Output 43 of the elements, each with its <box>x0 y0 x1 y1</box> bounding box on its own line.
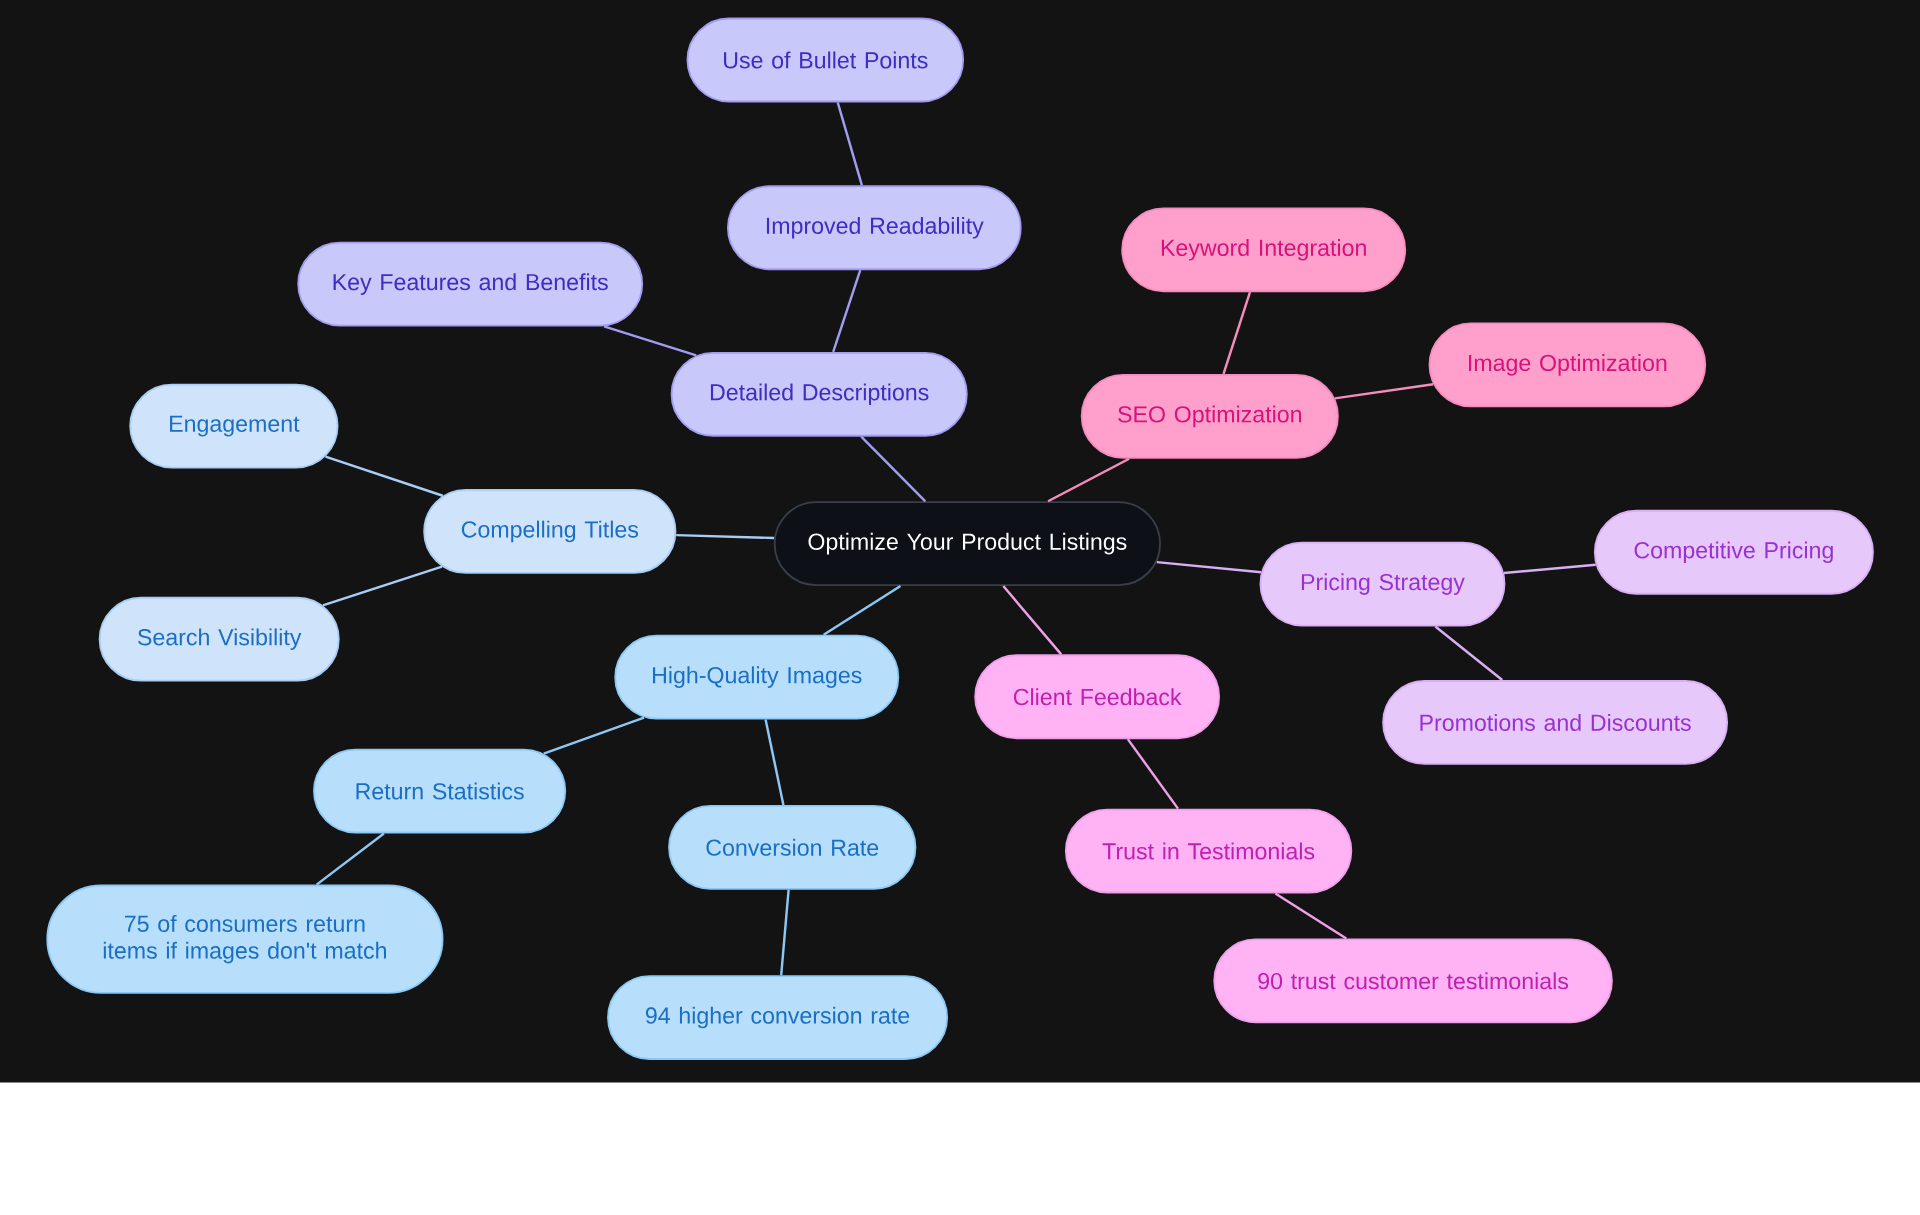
topic-box: Pricing Strategy <box>1259 541 1506 627</box>
connector-line <box>1126 738 1179 810</box>
topic-box: Image Optimization <box>1428 322 1707 408</box>
connector-line <box>1334 383 1434 400</box>
topic-box: High-Quality Images <box>614 634 900 720</box>
connector-line <box>1222 291 1252 375</box>
topic-box: 90 trust customer testimonials <box>1213 938 1613 1024</box>
connector-line <box>1156 561 1262 574</box>
connector-line <box>836 102 864 186</box>
connector-line <box>603 325 697 357</box>
connector-line <box>322 565 443 607</box>
connector-line <box>1002 585 1063 656</box>
connector-line <box>1047 457 1130 503</box>
topic-box: Improved Readability <box>727 185 1022 271</box>
topic-box: Trust in Testimonials <box>1064 808 1353 894</box>
topic-box: Conversion Rate <box>668 805 917 890</box>
connector-line <box>676 534 775 540</box>
topic-box: 94 higher conversion rate <box>607 975 949 1061</box>
topic-box: Detailed Descriptions <box>670 352 968 437</box>
topic-box: SEO Optimization <box>1080 374 1339 459</box>
topic-box: Key Features and Benefits <box>297 241 644 327</box>
topic-box: Compelling Titles <box>423 489 677 574</box>
connector-line <box>1434 625 1503 682</box>
connector-line <box>823 585 902 636</box>
topic-box: Use of Bullet Points <box>686 17 965 103</box>
connector-line <box>780 889 790 976</box>
connector-line <box>543 716 645 755</box>
topic-box: Competitive Pricing <box>1593 510 1874 595</box>
connector-line <box>1274 892 1347 940</box>
connector-line <box>1503 563 1596 575</box>
topic-box: Search Visibility <box>98 596 340 682</box>
topic-box: Keyword Integration <box>1121 207 1407 293</box>
connector-line <box>832 269 862 353</box>
connector-line <box>315 832 385 886</box>
topic-box: Engagement <box>129 383 339 469</box>
topic-box: Optimize Your Product Listings <box>773 501 1162 587</box>
topic-box: 75 of consumers return items if images don't match <box>46 884 444 994</box>
topic-box: Client Feedback <box>974 654 1221 740</box>
connector-line <box>860 436 927 503</box>
connector-line <box>764 719 785 806</box>
connector-line <box>325 455 444 498</box>
topic-box: Return Statistics <box>313 748 567 834</box>
topic-box: Promotions and Discounts <box>1382 680 1729 765</box>
